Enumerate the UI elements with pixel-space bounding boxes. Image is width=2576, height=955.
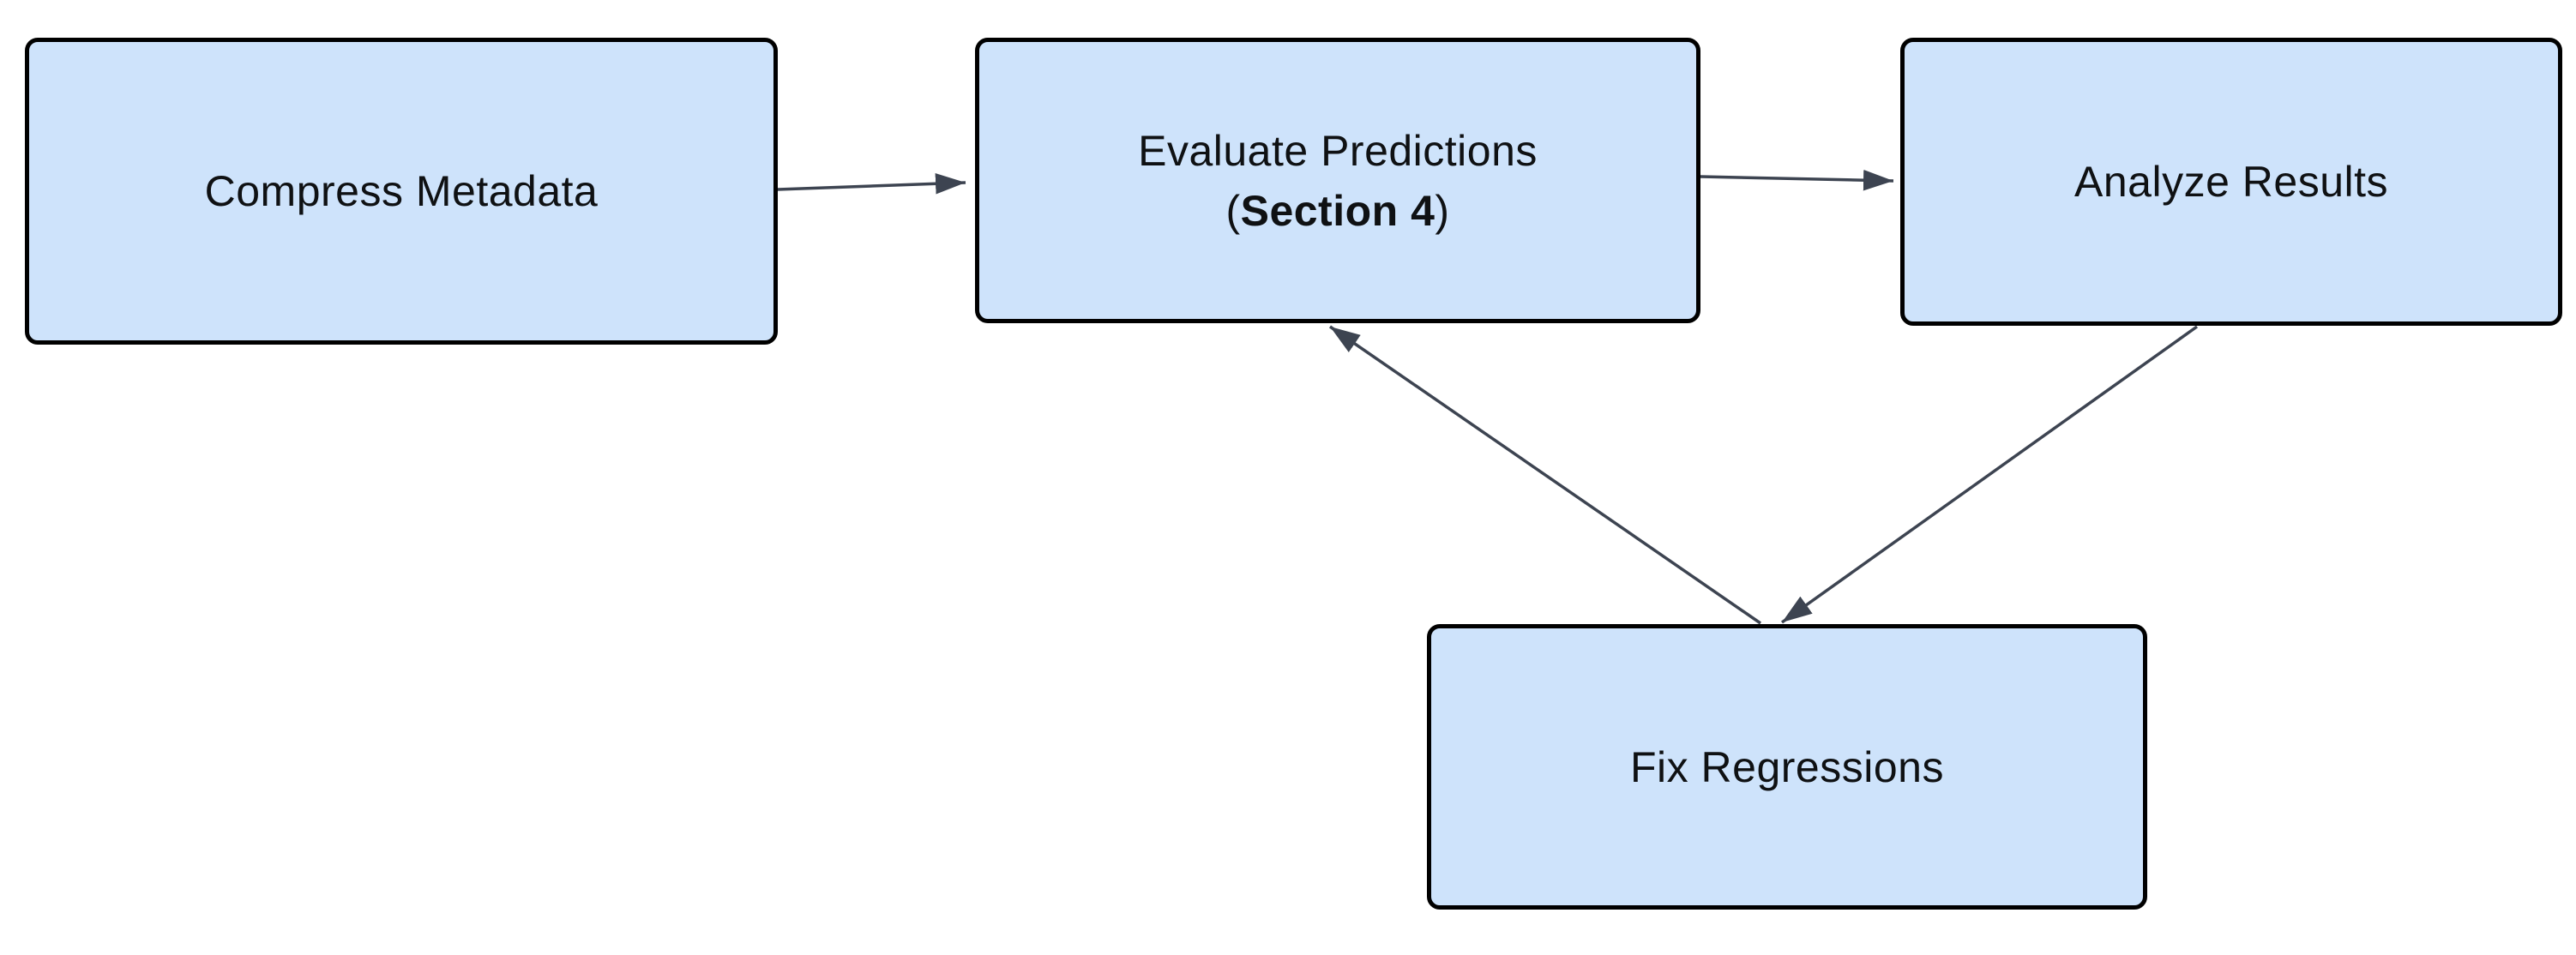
node-fix-regressions-label: Fix Regressions (1630, 742, 1944, 791)
section-open-paren: ( (1225, 186, 1241, 235)
node-analyze-results[interactable]: Analyze Results (1900, 38, 2562, 326)
node-compress-metadata[interactable]: Compress Metadata (25, 38, 778, 345)
edge-compress-to-evaluate (777, 173, 966, 195)
node-analyze-results-label: Analyze Results (2074, 158, 2388, 206)
evaluate-predictions-line1: Evaluate Predictions (1138, 126, 1538, 175)
edge-evaluate-to-analyze (1700, 169, 1894, 191)
node-evaluate-predictions-label: Evaluate Predictions (Section 4) (1138, 121, 1538, 241)
evaluate-predictions-line2: (Section 4) (1225, 187, 1449, 235)
edge-analyze-to-fix (1780, 325, 2199, 624)
node-compress-metadata-label: Compress Metadata (204, 167, 599, 215)
node-fix-regressions[interactable]: Fix Regressions (1427, 624, 2147, 910)
section-close-paren: ) (1435, 186, 1450, 235)
node-evaluate-predictions[interactable]: Evaluate Predictions (Section 4) (975, 38, 1700, 323)
section-ref-bold: Section 4 (1240, 186, 1435, 235)
edge-fix-to-evaluate (1329, 325, 1761, 625)
